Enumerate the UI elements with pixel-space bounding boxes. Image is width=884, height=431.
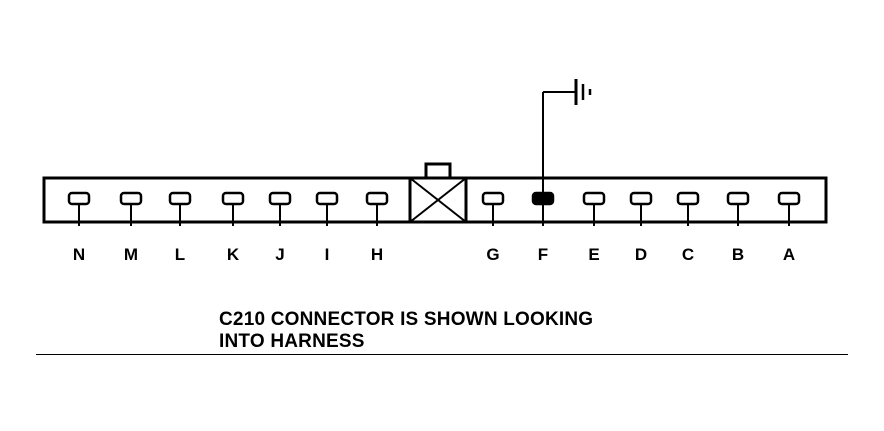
pin-k: K (221, 191, 245, 264)
pin-c: C (676, 191, 700, 264)
connector-caption: C210 CONNECTOR IS SHOWN LOOKING INTO HAR… (219, 309, 593, 353)
pin-label: G (486, 245, 499, 264)
pin-label: C (682, 245, 694, 264)
pin-label: F (538, 245, 548, 264)
pin-label: J (275, 245, 284, 264)
pin-terminal (481, 191, 505, 206)
pin-terminal (629, 191, 653, 206)
polarization-key-icon (408, 162, 468, 224)
pin-label: B (732, 245, 744, 264)
pin-l: L (168, 191, 192, 264)
pin-terminal (777, 191, 801, 206)
pin-terminal (168, 191, 192, 206)
pin-m: M (119, 191, 143, 264)
caption-line-1: C210 CONNECTOR IS SHOWN LOOKING (219, 309, 594, 330)
pin-e: E (582, 191, 606, 264)
pin-terminal (582, 191, 606, 206)
caption-line-2: INTO HARNESS (219, 331, 365, 352)
pin-label: H (371, 245, 383, 264)
pin-terminal (119, 191, 143, 206)
pin-label: N (73, 245, 85, 264)
pin-terminal (531, 191, 555, 206)
pin-label: L (175, 245, 185, 264)
pin-terminal (221, 191, 245, 206)
pin-label: D (635, 245, 647, 264)
ground-icon (574, 79, 592, 105)
pin-j: J (268, 191, 292, 264)
pin-b: B (726, 191, 750, 264)
pin-a: A (777, 191, 801, 264)
pin-label: A (783, 245, 795, 264)
pin-label: K (227, 245, 240, 264)
bottom-divider (36, 354, 848, 355)
pin-label: I (325, 245, 330, 264)
pin-h: H (365, 191, 389, 264)
ground-wire (542, 91, 576, 196)
pin-g: G (481, 191, 505, 264)
pin-terminal (268, 191, 292, 206)
pin-i: I (315, 191, 339, 264)
pin-terminal (67, 191, 91, 206)
pin-f: F (531, 191, 555, 264)
pin-terminal (365, 191, 389, 206)
pin-label: M (124, 245, 138, 264)
pin-label: E (588, 245, 599, 264)
pin-n: N (67, 191, 91, 264)
pin-terminal (726, 191, 750, 206)
pin-terminal (315, 191, 339, 206)
pin-d: D (629, 191, 653, 264)
pin-terminal (676, 191, 700, 206)
